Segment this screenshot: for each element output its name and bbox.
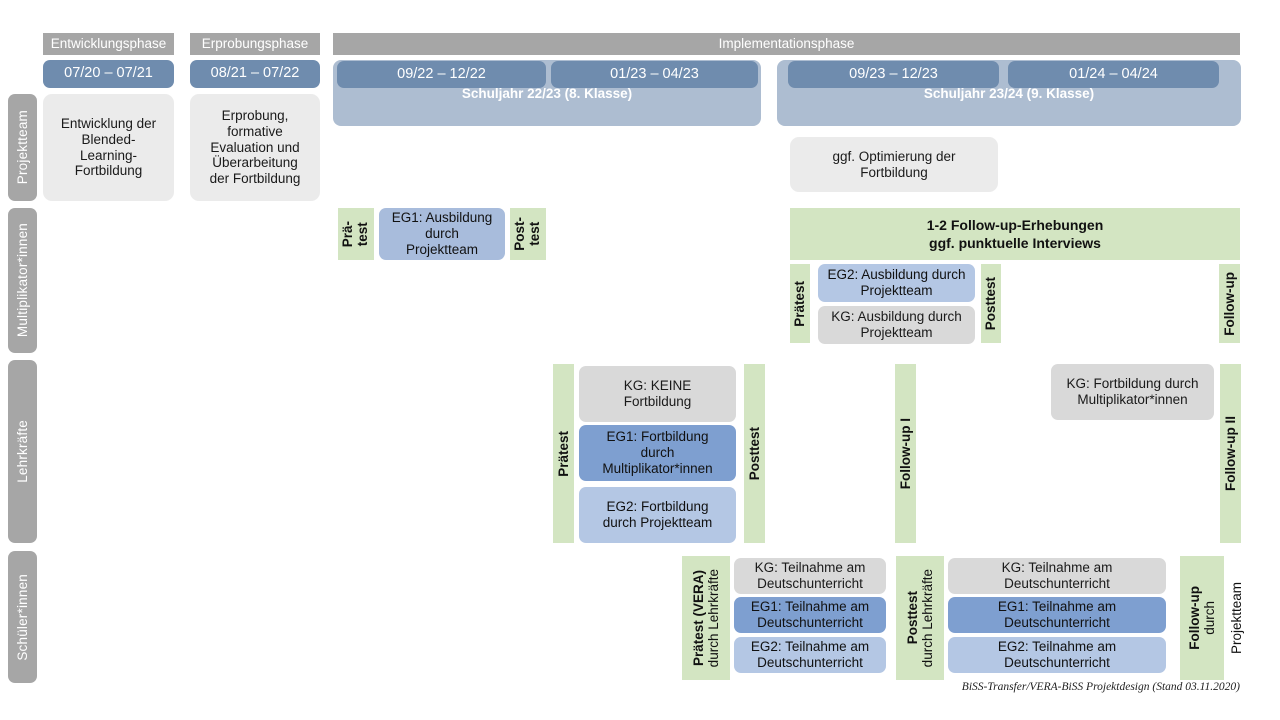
schueler-followup-projektteam-label-wrap: Projektteam — [1224, 556, 1248, 680]
sidebar-item-label-schueler: Schüler*innen — [15, 573, 30, 661]
multiplikatoren-posttest-right-label: Posttest — [983, 276, 999, 331]
projektteam-box-optimierung: ggf. Optimierung der Fortbildung — [790, 137, 998, 192]
phase-header-implementationsphase: Implementationsphase — [333, 33, 1240, 55]
lehrkraefte-followup-1-label: Follow-up I — [897, 417, 913, 490]
lehrkraefte-followup-2-label: Follow-up II — [1222, 416, 1238, 491]
lehrkraefte-kg-box: KG: KEINE Fortbildung — [579, 366, 736, 422]
schueler-eg1-box-left: EG1: Teilnahme am Deutschunterricht — [734, 597, 886, 633]
schueler-posttest-column: Posttest durch Lehrkräfte — [896, 556, 944, 680]
sidebar-item-projektteam[interactable]: Projektteam — [8, 94, 37, 201]
lehrkraefte-followup-1-column: Follow-up I — [895, 364, 916, 543]
schueler-followup-column: Follow-up durch — [1180, 556, 1224, 680]
sidebar-item-label-lehrkraefte: Lehrkräfte — [15, 420, 30, 483]
sidebar-item-label-projektteam: Projektteam — [15, 110, 30, 185]
schueler-posttest-bold-label: Posttest — [905, 591, 920, 645]
projektteam-box-erprobung: Erprobung, formative Evaluation und Über… — [190, 94, 320, 201]
multiplikatoren-praetest-right-label: Prätest — [792, 280, 808, 327]
school-year-label-23-24: Schuljahr 23/24 (9. Klasse) — [923, 86, 1095, 101]
schueler-kg-box-right: KG: Teilnahme am Deutschunterricht — [948, 558, 1166, 594]
schueler-posttest-plain-label: durch Lehrkräfte — [920, 568, 935, 668]
schueler-kg-box-left: KG: Teilnahme am Deutschunterricht — [734, 558, 886, 594]
lehrkraefte-kg-box-right: KG: Fortbildung durch Multiplikator*inne… — [1051, 364, 1214, 420]
sidebar-item-schueler[interactable]: Schüler*innen — [8, 551, 37, 683]
multiplikatoren-followup-right-label: Follow-up — [1221, 271, 1237, 336]
multiplikatoren-praetest-left-column: Prä- test — [338, 208, 374, 260]
schueler-eg2-box-left: EG2: Teilnahme am Deutschunterricht — [734, 637, 886, 673]
sidebar-item-lehrkraefte[interactable]: Lehrkräfte — [8, 360, 37, 543]
date-bar-0123-0423: 01/23 – 04/23 — [551, 61, 758, 88]
multiplikatoren-praetest-left-label: Prä- test — [340, 220, 370, 248]
lehrkraefte-praetest-label: Prätest — [555, 430, 571, 477]
multiplikatoren-followup-right-column: Follow-up — [1219, 264, 1240, 343]
lehrkraefte-followup-2-column: Follow-up II — [1220, 364, 1241, 543]
schueler-praetest-plain-label: durch Lehrkräfte — [706, 568, 721, 668]
multiplikatoren-posttest-right-column: Posttest — [981, 264, 1001, 343]
multiplikatoren-kg-box: KG: Ausbildung durch Projektteam — [818, 306, 975, 344]
footnote: BiSS-Transfer/VERA-BiSS Projektdesign (S… — [961, 681, 1240, 693]
date-bar-0720-0721: 07/20 – 07/21 — [43, 60, 174, 88]
date-bar-0821-0722: 08/21 – 07/22 — [190, 60, 320, 88]
schueler-praetest-column: Prätest (VERA) durch Lehrkräfte — [682, 556, 730, 680]
multiplikatoren-eg1-box: EG1: Ausbildung durch Projektteam — [379, 208, 505, 260]
multiplikatoren-posttest-left-label: Post- test — [512, 217, 542, 251]
lehrkraefte-posttest-column: Posttest — [744, 364, 765, 543]
school-year-label-22-23: Schuljahr 22/23 (8. Klasse) — [461, 86, 633, 101]
multiplikatoren-posttest-left-column: Post- test — [510, 208, 546, 260]
date-bar-0922-1222: 09/22 – 12/22 — [337, 61, 546, 88]
lehrkraefte-eg1-box: EG1: Fortbildung durch Multiplikator*inn… — [579, 425, 736, 481]
phase-header-erprobungsphase: Erprobungsphase — [190, 33, 320, 55]
phase-header-entwicklungsphase: Entwicklungsphase — [43, 33, 174, 55]
schueler-followup-plain-label-2: Projektteam — [1228, 581, 1244, 655]
schueler-eg2-box-right: EG2: Teilnahme am Deutschunterricht — [948, 637, 1166, 673]
sidebar-item-label-multiplikatoren: Multiplikator*innen — [15, 223, 30, 338]
lehrkraefte-eg2-box: EG2: Fortbildung durch Projektteam — [579, 487, 736, 543]
schueler-followup-bold-label: Follow-up — [1187, 586, 1202, 650]
multiplikatoren-eg2-box: EG2: Ausbildung durch Projektteam — [818, 264, 975, 302]
lehrkraefte-posttest-label: Posttest — [746, 426, 762, 481]
multiplikatoren-praetest-right-column: Prätest — [790, 264, 810, 343]
sidebar-item-multiplikatoren[interactable]: Multiplikator*innen — [8, 208, 37, 353]
schueler-praetest-bold-label: Prätest (VERA) — [691, 569, 706, 667]
schueler-followup-plain-label-1: durch — [1202, 601, 1217, 635]
projektteam-box-entwicklung: Entwicklung der Blended- Learning- Fortb… — [43, 94, 174, 201]
date-bar-0124-0424: 01/24 – 04/24 — [1008, 61, 1219, 88]
multiplikatoren-followup-band: 1-2 Follow-up-Erhebungen ggf. punktuelle… — [790, 208, 1240, 260]
date-bar-0923-1223: 09/23 – 12/23 — [788, 61, 999, 88]
lehrkraefte-praetest-column: Prätest — [553, 364, 574, 543]
schueler-eg1-box-right: EG1: Teilnahme am Deutschunterricht — [948, 597, 1166, 633]
